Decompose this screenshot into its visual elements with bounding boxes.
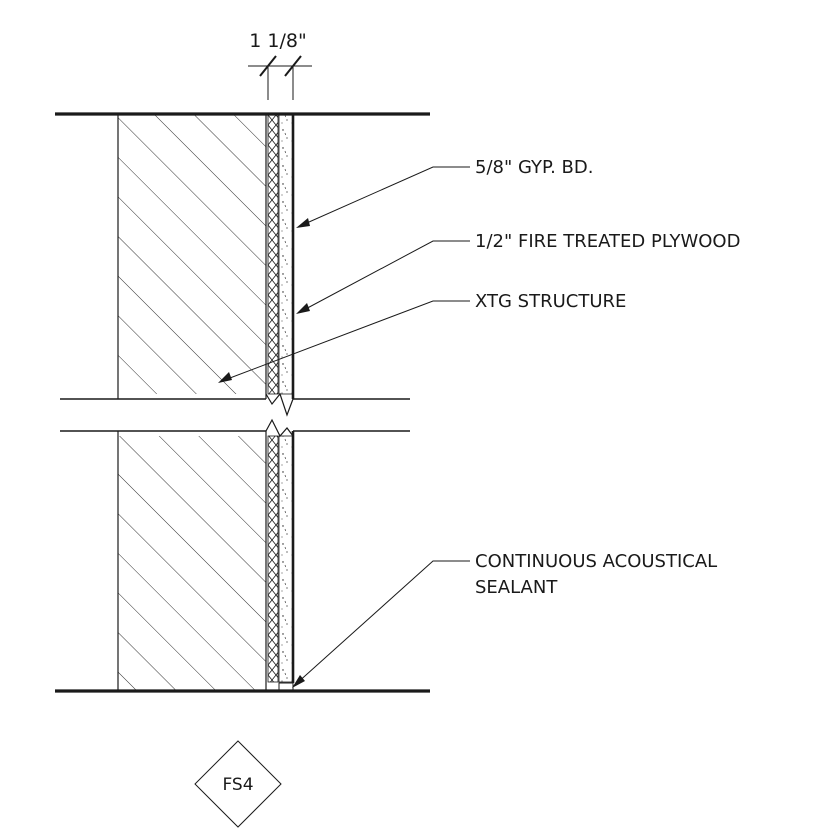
detail-tag: FS4 (194, 740, 282, 828)
upper-break-jog (265, 392, 294, 417)
label-structure: XTG STRUCTURE (475, 291, 626, 312)
upper-gyp-board-layer (278, 113, 294, 395)
detail-tag-text: FS4 (222, 775, 253, 795)
lower-plywood-layer (267, 435, 279, 683)
leader-structure: XTG STRUCTURE (218, 291, 626, 383)
leader-gyp-board: 5/8" GYP. BD. (296, 157, 593, 228)
detail-tag-diamond (194, 740, 282, 828)
upper-plywood-layer (267, 113, 279, 395)
lower-wall-section (60, 418, 410, 692)
label-gyp-board: 5/8" GYP. BD. (475, 157, 593, 178)
dimension-annotation: 1 1/8" (248, 30, 312, 100)
leader-plywood: 1/2" FIRE TREATED PLYWOOD (296, 231, 740, 314)
dimension-text: 1 1/8" (249, 30, 306, 52)
upper-structure-hatch (118, 114, 266, 394)
label-plywood: 1/2" FIRE TREATED PLYWOOD (475, 231, 740, 252)
label-sealant-line1: CONTINUOUS ACOUSTICAL (475, 551, 717, 572)
label-sealant-line2: SEALANT (475, 577, 558, 598)
lower-gyp-board-layer (278, 435, 294, 683)
lower-break-jog (265, 418, 294, 438)
leader-sealant: CONTINUOUS ACOUSTICAL SEALANT (292, 551, 717, 688)
lower-structure-hatch (118, 436, 266, 691)
upper-wall-section (60, 113, 410, 417)
